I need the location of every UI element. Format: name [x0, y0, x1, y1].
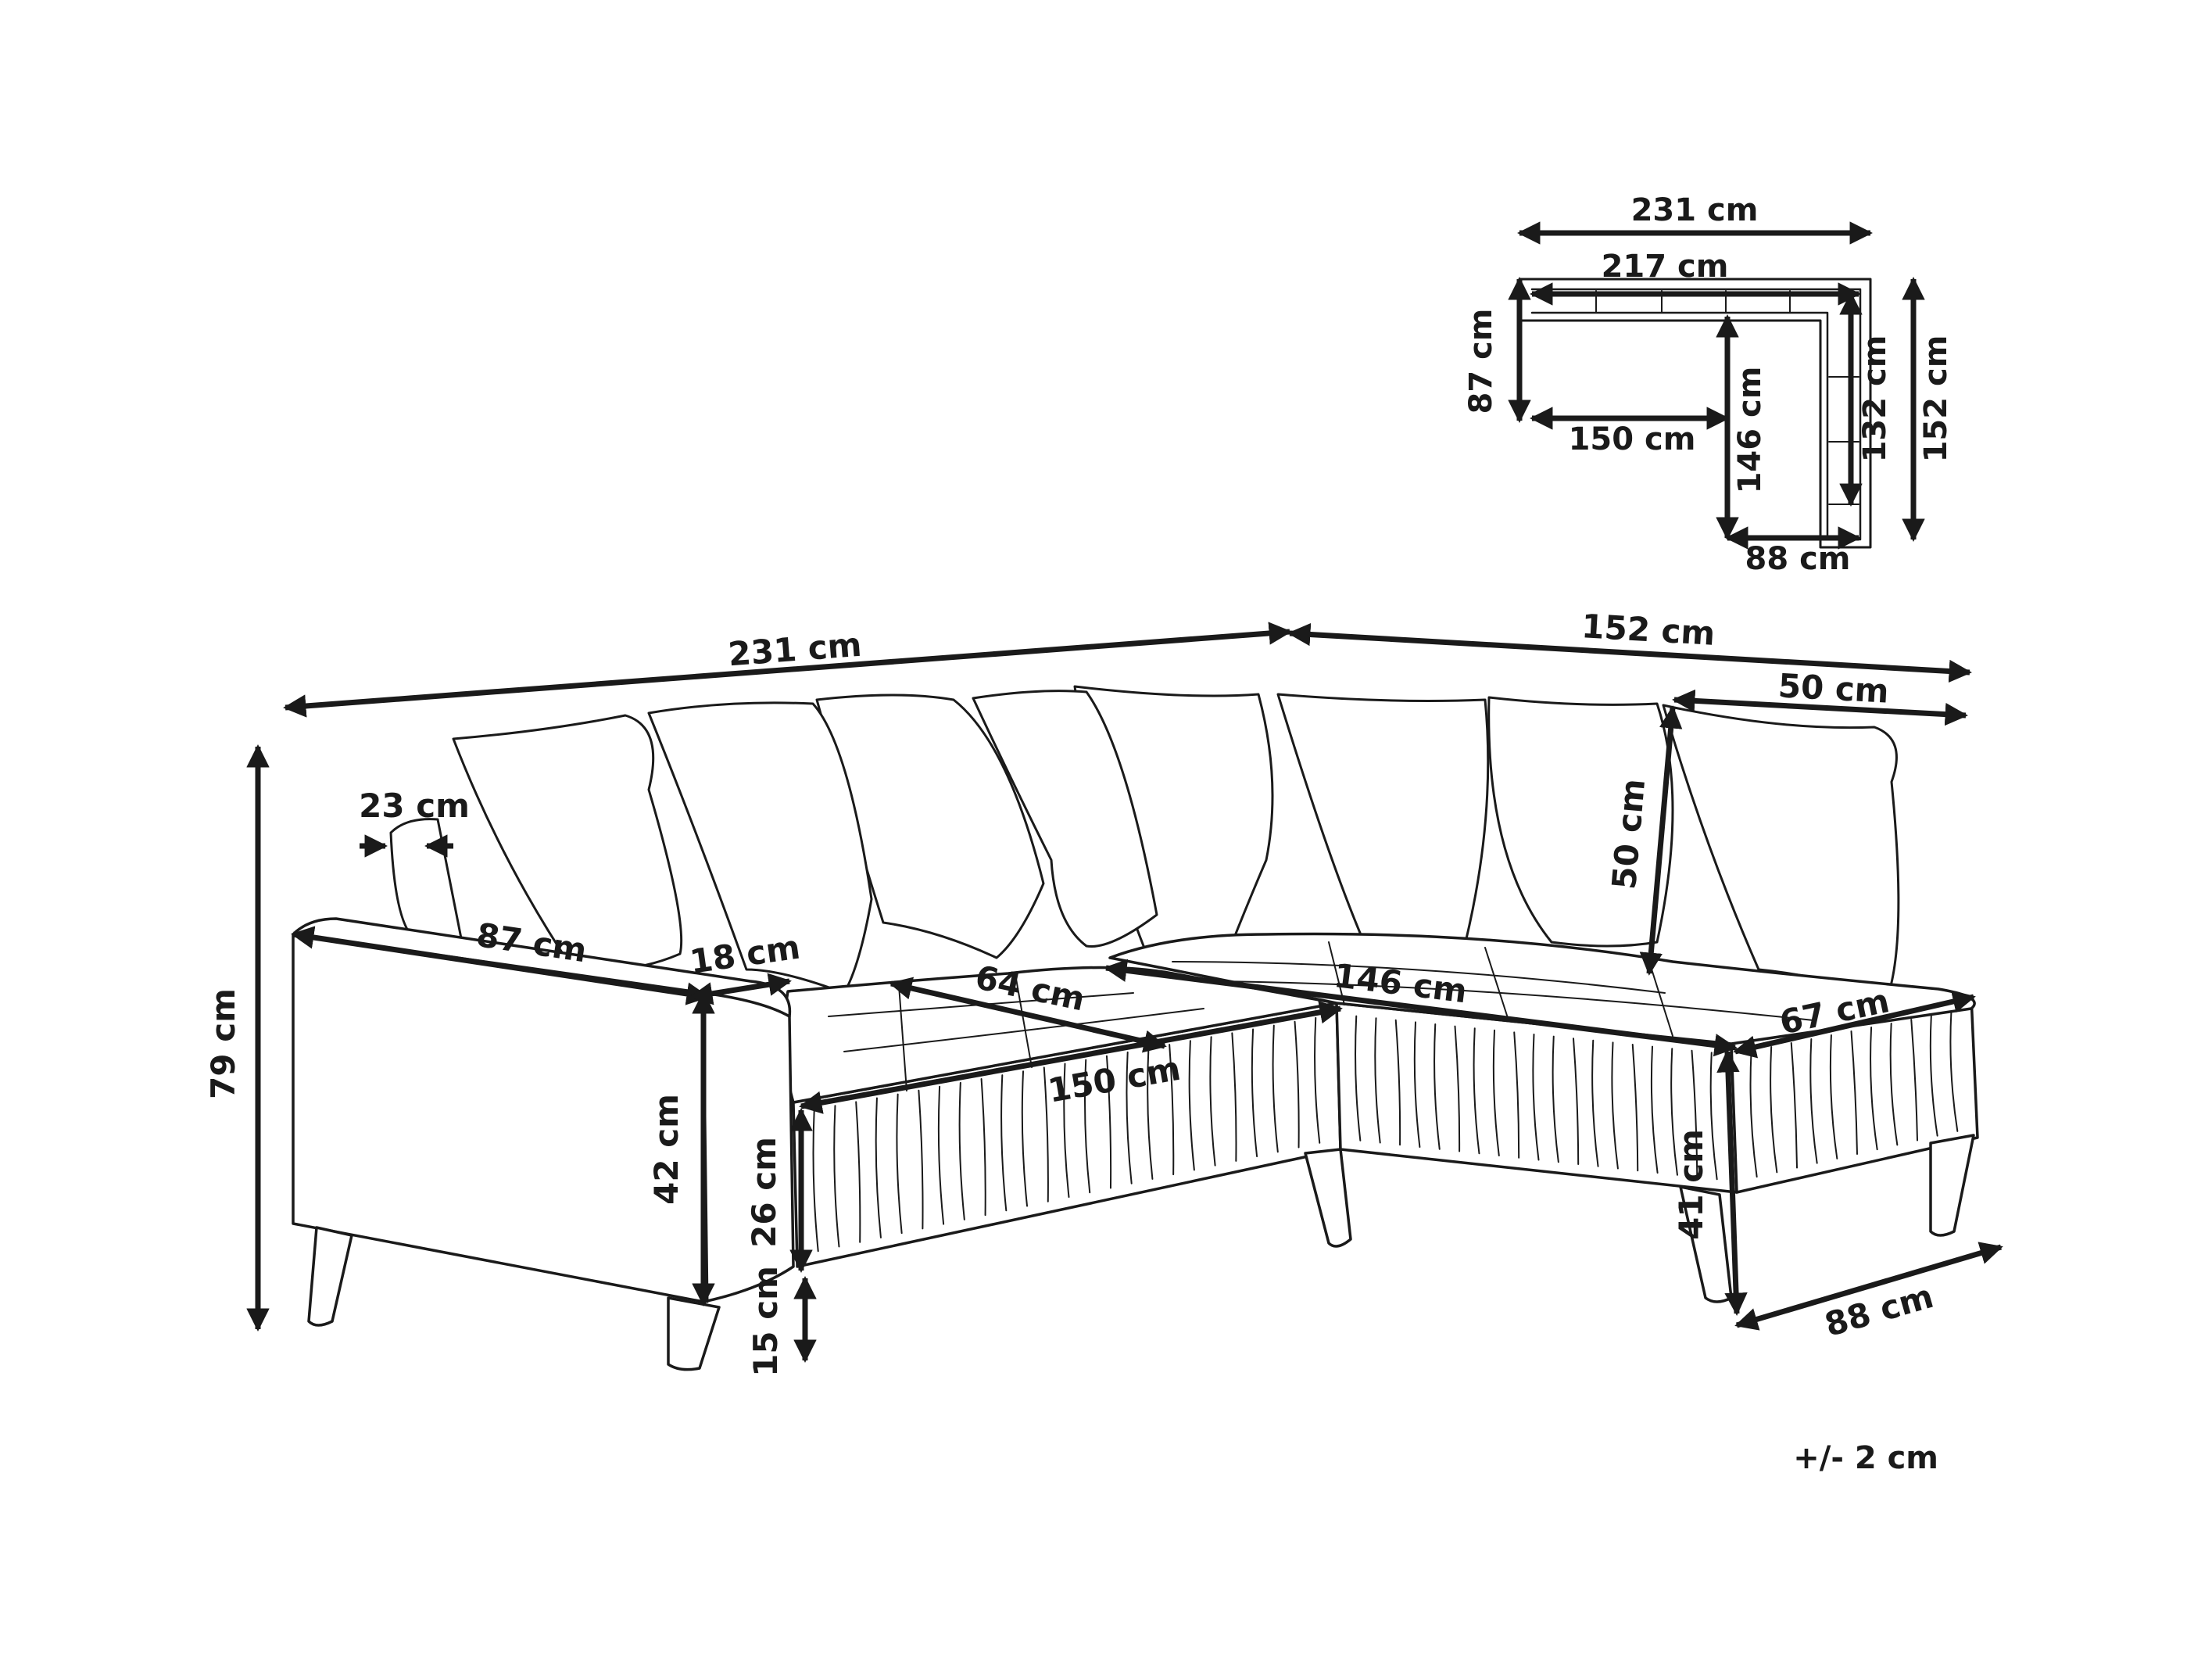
leg-height-label: 15 cm: [746, 1266, 785, 1377]
cushion-height-arrow: [1639, 705, 1683, 976]
overall-height-label: 79 cm: [204, 988, 242, 1099]
pleat-line: [1709, 1052, 1718, 1181]
overall-depth-label: 152 cm: [1580, 607, 1716, 653]
sofa-illustration: 231 cm 152 cm 50 cm 50 cm 79 cm 23 cm 87…: [204, 607, 2003, 1377]
chaise-width-label: 88 cm: [1820, 1277, 1938, 1344]
pleat-line: [1650, 1045, 1659, 1174]
base-height-label: 26 cm: [745, 1137, 783, 1248]
plan-outline: [1518, 278, 1872, 549]
plan-width-inner-label: 217 cm: [1602, 249, 1729, 285]
pleat-line: [1691, 1049, 1698, 1178]
pleat-line: [1770, 1046, 1778, 1174]
plan-chaise-width-label: 88 cm: [1745, 541, 1851, 577]
plan-depth-inner-right-label: 132 cm: [1857, 335, 1893, 463]
pleat-line: [812, 1109, 819, 1253]
overall-depth-arrow: [1287, 622, 1972, 683]
pleat-line: [1670, 1048, 1678, 1176]
cushion-width-arrow: [1672, 689, 1968, 726]
plan-depth-left-label: 87 cm: [1463, 309, 1499, 414]
overall-width-arrow: [283, 622, 1292, 718]
plan-depth-chaise-label: 146 cm: [1732, 367, 1768, 494]
plan-depth-total-right-label: 152 cm: [1918, 335, 1954, 463]
seat-length-chaise-arrow: [1104, 959, 1738, 1057]
armrest-width-label: 23 cm: [359, 787, 470, 825]
plan-view: 231 cm 217 cm 87 cm 150 cm 146 cm 88 cm …: [1463, 192, 1954, 577]
back-cushions: [452, 685, 1900, 998]
pleat-line: [1611, 1041, 1619, 1170]
pleat-line: [1631, 1044, 1639, 1172]
plan-width-total-label: 231 cm: [1631, 192, 1759, 228]
cushion-width-label: 50 cm: [1777, 666, 1890, 710]
pleat-line: [855, 1101, 861, 1243]
pleat-line: [875, 1097, 882, 1238]
back-frame-left: [389, 818, 463, 940]
armrest-length-arrow: [291, 926, 710, 1005]
tolerance-note: +/- 2 cm: [1793, 1440, 1938, 1476]
plan-inner-outline: [1530, 288, 1862, 541]
chaise-width-arrow: [1734, 1242, 2003, 1331]
pleat-line: [1749, 1050, 1758, 1178]
arm-height-label: 42 cm: [647, 1094, 685, 1205]
chaise-seat-width-arrow: [1733, 990, 1976, 1059]
seat-height-label: 41 cm: [1672, 1129, 1710, 1240]
plan-seat-span-label: 150 cm: [1569, 421, 1696, 457]
pleat-line: [833, 1105, 840, 1248]
